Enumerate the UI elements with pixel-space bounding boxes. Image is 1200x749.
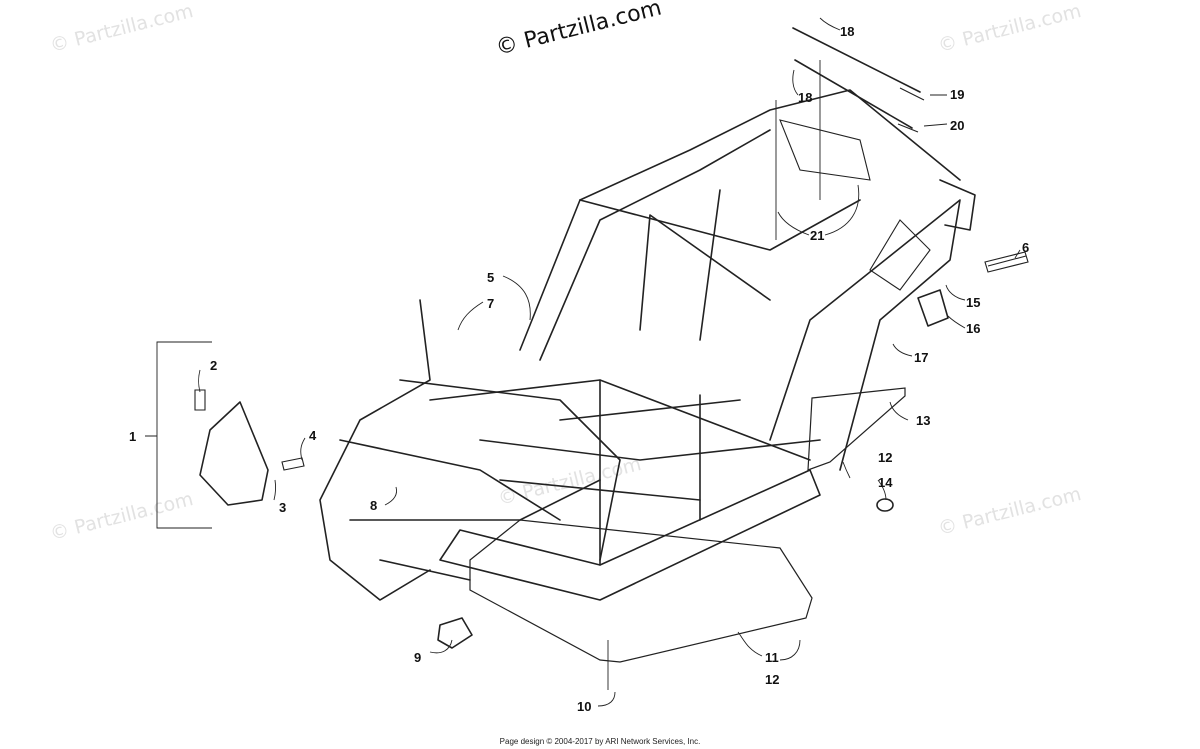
callout-19: 19 (950, 87, 964, 102)
group-bracket-1 (145, 341, 212, 529)
skid-plate-drawing (469, 519, 813, 663)
callout-17: 17 (914, 350, 928, 365)
callout-12-bottom: 12 (765, 672, 779, 687)
callout-6: 6 (1022, 240, 1029, 255)
tape-6-drawing (984, 251, 1029, 273)
rail-20-drawing (794, 59, 913, 129)
callout-4: 4 (309, 428, 317, 443)
callout-18-top: 18 (840, 24, 854, 39)
callout-11: 11 (765, 650, 779, 665)
callout-18-mid: 18 (798, 90, 812, 105)
callout-1: 1 (129, 429, 136, 444)
vehicle-frame-drawing (319, 89, 976, 601)
callout-14: 14 (878, 475, 893, 490)
callout-16: 16 (966, 321, 980, 336)
bracket-9-drawing (437, 617, 473, 649)
headlight-assembly-drawing (194, 389, 305, 506)
callout-20: 20 (950, 118, 964, 133)
watermark-left-bottom: © Partzilla.com (48, 488, 196, 545)
rail-19-drawing (792, 27, 921, 93)
callout-3: 3 (279, 500, 286, 515)
callout-13: 13 (916, 413, 930, 428)
callout-21: 21 (810, 228, 824, 243)
watermark-right-bottom: © Partzilla.com (936, 483, 1084, 540)
side-panel-drawing (807, 387, 906, 471)
callout-8: 8 (370, 498, 377, 513)
watermark-top-center: © Partzilla.com (493, 0, 664, 61)
leader-lines (198, 17, 1021, 707)
watermark-left-top: © Partzilla.com (48, 0, 196, 57)
callout-7: 7 (487, 296, 494, 311)
bumper-14-drawing (876, 498, 894, 512)
callout-5: 5 (487, 270, 494, 285)
callout-12-top: 12 (878, 450, 892, 465)
page-footer: Page design © 2004-2017 by ARI Network S… (499, 737, 701, 746)
watermark-right-top: © Partzilla.com (936, 0, 1084, 57)
callout-15: 15 (966, 295, 980, 310)
bracket-16-drawing (917, 289, 949, 327)
callout-10: 10 (577, 699, 591, 714)
callout-2: 2 (210, 358, 217, 373)
callout-9: 9 (414, 650, 421, 665)
callout-labels: 1 2 3 4 5 6 7 8 9 10 11 12 12 13 14 15 1… (129, 24, 1029, 714)
